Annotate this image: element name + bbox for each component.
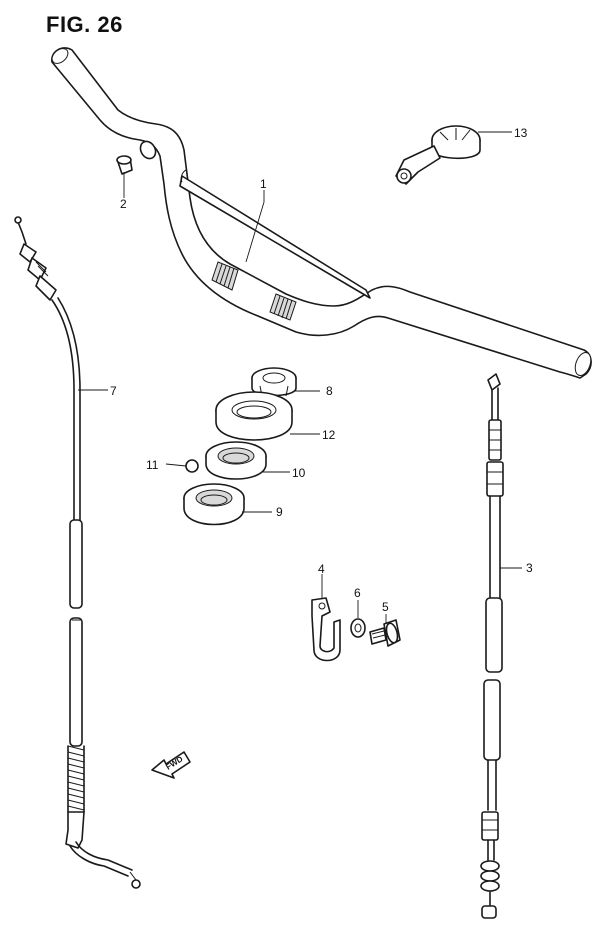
callout-4: 4 (318, 562, 325, 576)
callout-13: 13 (514, 126, 528, 140)
steel-ball (185, 459, 199, 473)
lock-nut (251, 367, 297, 397)
bearing-seal (183, 483, 245, 526)
cap-plug (116, 155, 133, 175)
bearing-race (205, 441, 267, 480)
callout-11: 11 (146, 458, 159, 472)
cable-right (480, 373, 504, 919)
knurled-clamp-right (269, 293, 297, 321)
bolt (369, 619, 401, 647)
callout-5: 5 (382, 600, 389, 614)
callout-1: 1 (260, 177, 267, 191)
cable-clamp (311, 597, 341, 662)
callout-9: 9 (276, 505, 283, 519)
callout-2: 2 (120, 197, 127, 211)
cable-left-spring (67, 745, 85, 813)
forward-arrow-indicator: FWD (151, 751, 191, 779)
callout-3: 3 (526, 561, 533, 575)
handlebar (51, 47, 592, 379)
callout-8: 8 (326, 384, 333, 398)
leader-lines (78, 131, 522, 624)
washer (350, 618, 366, 638)
cable-left (14, 216, 141, 889)
figure-title: FIG. 26 (46, 12, 123, 37)
dust-seal (215, 391, 293, 441)
callout-7: 7 (110, 384, 117, 398)
callout-6: 6 (354, 586, 361, 600)
throttle-assembly (395, 125, 481, 185)
knurled-clamp-left (211, 261, 239, 291)
callout-10: 10 (292, 466, 306, 480)
callout-12: 12 (322, 428, 336, 442)
